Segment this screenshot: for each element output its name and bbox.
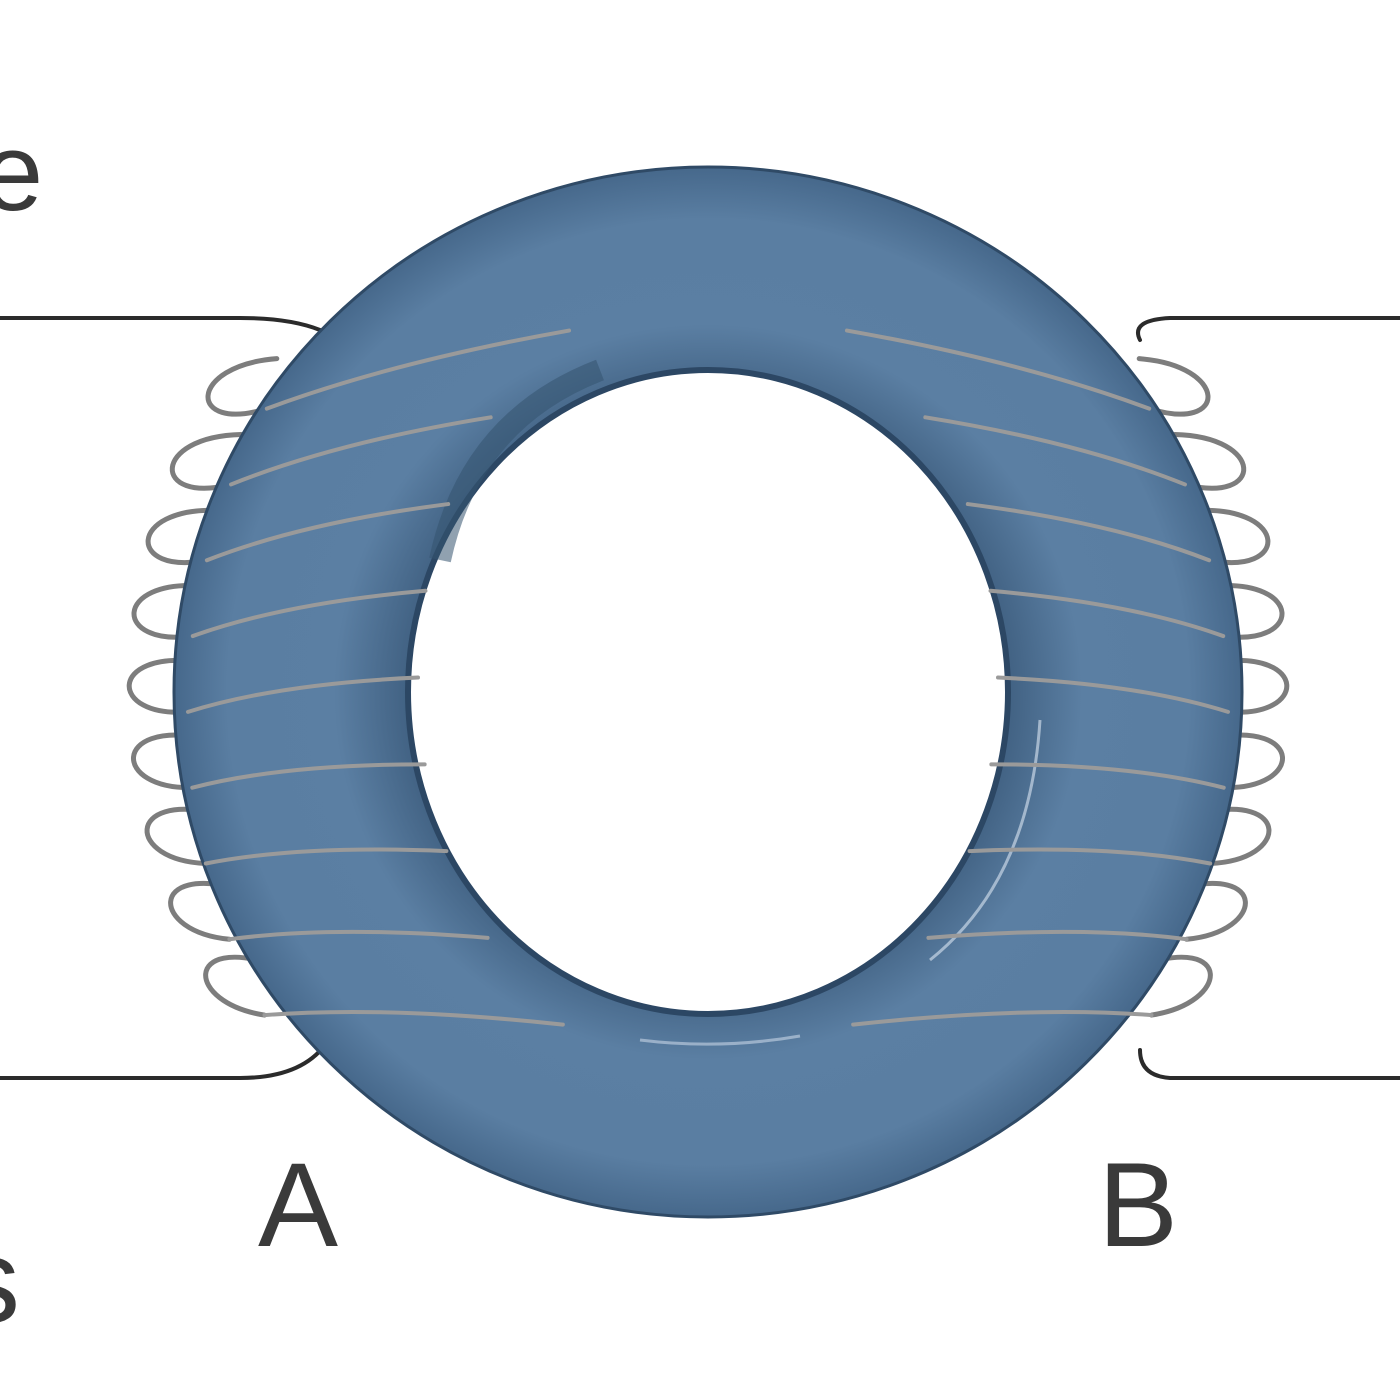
right-coil-turn (967, 847, 1213, 866)
right-coil-back-loop (1172, 431, 1247, 491)
left-coil-turn (264, 328, 572, 411)
right-lead-wires (1136, 316, 1400, 1080)
left-coil-back-loop (169, 431, 244, 491)
left-coil-turn (190, 762, 427, 790)
left-coil-back-loop (131, 732, 205, 791)
right-coil-turn (923, 415, 1187, 487)
clipped-bottom-left-label: s (0, 1214, 20, 1348)
right-coil-turn (965, 502, 1212, 563)
left-coil-turn (190, 588, 428, 639)
right-coil-back-loop (1136, 356, 1211, 417)
left-coil-turn (186, 675, 421, 714)
left-coil-turn (262, 1009, 565, 1027)
right-coil-back-loop (1215, 658, 1290, 715)
right-coil-turn (844, 328, 1152, 411)
left-coil-turn (203, 847, 449, 866)
clipped-top-left-label: e (0, 111, 43, 234)
right-coil-turn (988, 588, 1226, 639)
left-coil-turn (204, 502, 451, 563)
right-coil-back-loop (1210, 583, 1285, 640)
right-coil-turn (995, 675, 1230, 714)
left-coil-back-loop (205, 356, 280, 417)
right-coil-turn (989, 762, 1226, 790)
left-coil-turn (229, 415, 493, 487)
left-coil-windings (186, 328, 572, 1027)
right-coil-windings (844, 328, 1230, 1027)
terminal-b-label: B (1098, 1138, 1178, 1272)
right-coil-back-loop (1196, 507, 1271, 565)
left-coil-back-loop (131, 583, 206, 640)
left-coil-back-loop (126, 658, 201, 715)
left-coil-back-loop (145, 507, 220, 565)
right-coil-back-loop (1139, 954, 1213, 1018)
left-coil-turn (227, 929, 490, 942)
right-coil-turn (851, 1009, 1154, 1027)
right-coil-turn (926, 929, 1189, 942)
right-coil-back-loop (1211, 732, 1285, 791)
terminal-a-label: A (258, 1138, 338, 1272)
left-coil-back-loop (203, 954, 277, 1018)
toroid-core (172, 165, 1244, 1219)
